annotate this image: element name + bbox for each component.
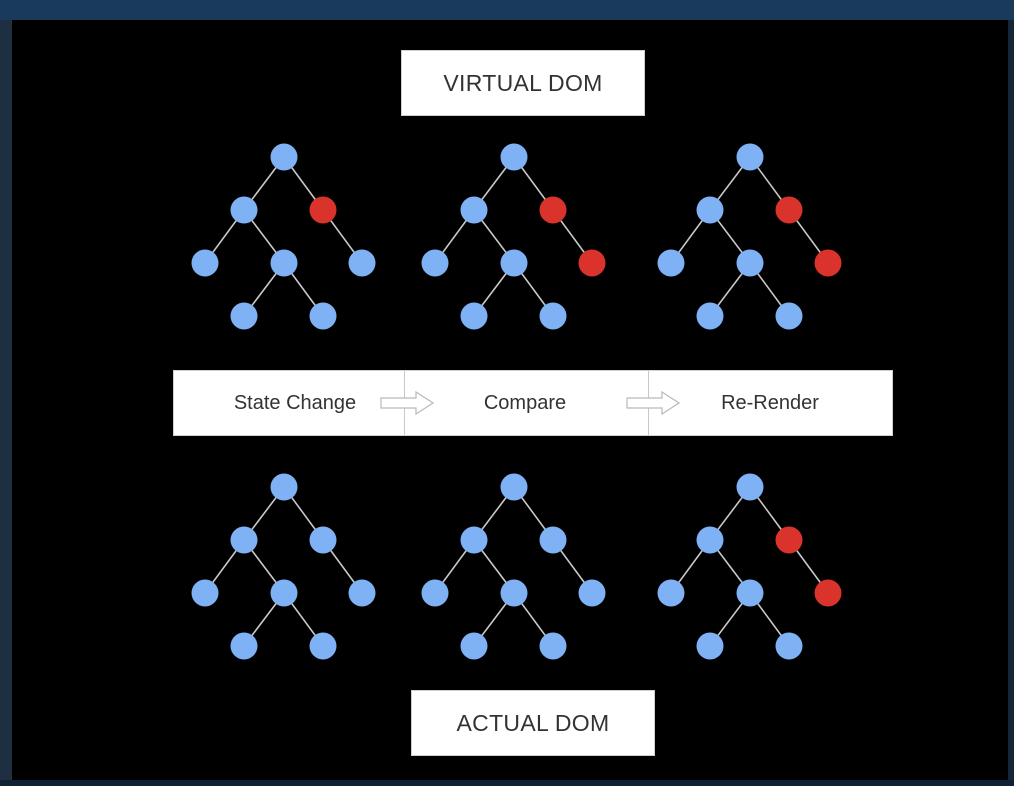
tree-node	[500, 579, 528, 607]
virtual-dom-3-tree	[657, 143, 842, 330]
tree-node	[500, 249, 528, 277]
window-bottom-bar	[0, 780, 1014, 786]
tree-node	[736, 143, 764, 171]
diagram-slide: VIRTUAL DOM State Change Compare Re-Rend…	[12, 20, 1008, 780]
tree-node	[230, 302, 258, 330]
tree-node	[270, 579, 298, 607]
tree-node	[500, 473, 528, 501]
tree-node	[578, 579, 606, 607]
tree-node	[309, 526, 337, 554]
tree-node	[460, 302, 488, 330]
tree-node	[696, 196, 724, 224]
virtual-dom-1-tree	[191, 143, 376, 330]
tree-node	[309, 632, 337, 660]
tree-node	[460, 196, 488, 224]
virtual-dom-2-tree	[421, 143, 606, 330]
tree-node	[775, 632, 803, 660]
actual-dom-1-tree	[191, 473, 376, 660]
tree-node	[230, 526, 258, 554]
tree-node	[309, 302, 337, 330]
dom-trees-diagram	[191, 143, 842, 660]
tree-node	[230, 196, 258, 224]
tree-node	[736, 473, 764, 501]
window-top-bar	[0, 0, 1014, 20]
tree-node	[539, 526, 567, 554]
tree-node	[696, 302, 724, 330]
changed-tree-node	[775, 526, 803, 554]
tree-node	[775, 302, 803, 330]
virtual-dom-label: VIRTUAL DOM	[401, 50, 645, 116]
right-arrow-icon	[626, 391, 680, 415]
tree-node	[539, 302, 567, 330]
changed-tree-node	[539, 196, 567, 224]
step-re-render: Re-Render	[721, 391, 819, 414]
process-steps-bar: State Change Compare Re-Render	[173, 370, 893, 436]
tree-node	[230, 632, 258, 660]
tree-node	[539, 632, 567, 660]
tree-node	[736, 579, 764, 607]
tree-node	[500, 143, 528, 171]
changed-tree-node	[775, 196, 803, 224]
tree-node	[460, 526, 488, 554]
tree-node	[657, 249, 685, 277]
tree-node	[460, 632, 488, 660]
changed-tree-node	[814, 249, 842, 277]
tree-node	[348, 249, 376, 277]
tree-node	[421, 579, 449, 607]
tree-node	[270, 249, 298, 277]
tree-node	[191, 249, 219, 277]
changed-tree-node	[309, 196, 337, 224]
step-state-change: State Change	[233, 391, 357, 414]
left-edge-panel	[0, 20, 12, 786]
tree-node	[696, 632, 724, 660]
tree-node	[696, 526, 724, 554]
step-compare: Compare	[483, 391, 567, 414]
actual-dom-3-tree	[657, 473, 842, 660]
tree-node	[348, 579, 376, 607]
tree-node	[270, 143, 298, 171]
tree-node	[270, 473, 298, 501]
actual-dom-label: ACTUAL DOM	[411, 690, 655, 756]
tree-node	[421, 249, 449, 277]
tree-node	[736, 249, 764, 277]
right-arrow-icon	[380, 391, 434, 415]
tree-node	[657, 579, 685, 607]
tree-node	[191, 579, 219, 607]
changed-tree-node	[578, 249, 606, 277]
changed-tree-node	[814, 579, 842, 607]
actual-dom-2-tree	[421, 473, 606, 660]
